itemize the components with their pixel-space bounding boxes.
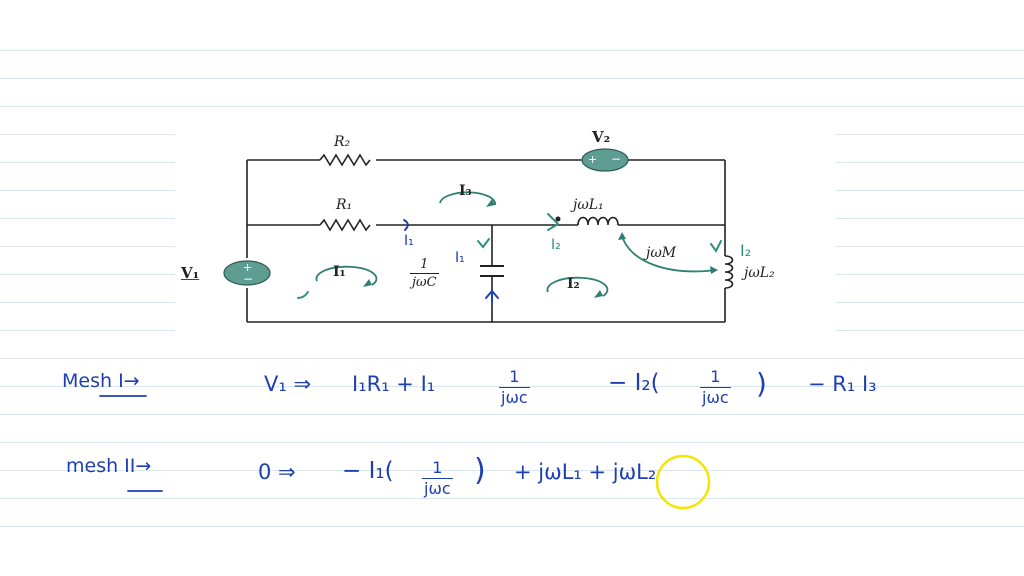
capacitor-impedance-label: 1 jωC [410, 258, 439, 289]
mutual-arrowhead-bottom [710, 266, 718, 274]
l2-inductor [724, 255, 734, 289]
l1-inductor [577, 216, 619, 226]
capacitor-label-denominator: jωC [410, 273, 439, 290]
mesh2-term2: + jωL₁ + jωL₂ [514, 460, 657, 484]
current-arrow-l1 [547, 213, 559, 231]
mesh1-term3: − R₁ I₃ [808, 372, 877, 396]
mesh2-equation-label: mesh II→ [66, 455, 152, 477]
mesh1-term2: − I₂( [608, 370, 660, 396]
mutual-arrowhead-top [618, 232, 626, 240]
mesh1-term2-close: ) [756, 367, 767, 400]
mesh2-arrow [546, 276, 609, 297]
mesh2-voltage-term: 0 ⇒ [258, 460, 296, 484]
capacitor-label-numerator: 1 [420, 257, 429, 272]
ruled-line [0, 50, 1024, 51]
ruled-line [0, 498, 1024, 499]
mesh1-tail-tick [297, 291, 309, 299]
r1-label: R₁ [336, 197, 353, 213]
ruled-line [0, 78, 1024, 79]
v2-minus-sign: − [611, 152, 622, 166]
mesh1-fraction-1: 1 jωc [499, 369, 530, 406]
mutual-coupling-arrow [621, 235, 717, 273]
ruled-line [0, 106, 1024, 107]
mesh3-current-label: I₃ [459, 183, 472, 199]
mesh2-arrowhead [594, 290, 603, 298]
i1-annotation-cap: I₁ [455, 250, 465, 266]
i1-annotation-r1: I₁ [404, 233, 414, 249]
ruled-line [0, 386, 1024, 387]
l1-label: jωL₁ [573, 197, 604, 213]
mesh1-fraction-1-den: jωc [499, 387, 530, 407]
v2-source [581, 148, 629, 172]
mesh2-current-label: I₂ [567, 276, 580, 292]
mesh2-term1: − I₁( [342, 458, 394, 484]
mesh2-fraction-num: 1 [432, 458, 443, 477]
current-check-cap [477, 238, 490, 249]
ruled-line [0, 414, 1024, 415]
v1-label: V₁ [181, 264, 200, 282]
ruled-line [0, 358, 1024, 359]
mesh2-fraction-close: ) [474, 453, 486, 488]
mesh3-arrowhead [486, 199, 495, 207]
i2-annotation-l2: I₂ [740, 241, 752, 260]
mesh1-current-label: I₁ [333, 264, 346, 280]
mesh1-arrow [315, 265, 378, 286]
current-arrow-cap [485, 289, 499, 303]
v1-minus-sign: − [243, 272, 254, 286]
ruled-line [0, 526, 1024, 527]
mesh1-voltage-term: V₁ ⇒ [264, 372, 312, 396]
mesh2-fraction-den: jωc [422, 478, 453, 498]
ruled-line [0, 442, 1024, 443]
l2-label: jωL₂ [744, 265, 775, 281]
mesh1-term1: I₁R₁ + I₁ [352, 372, 436, 396]
v1-source [223, 260, 271, 286]
l1-polarity-dot [555, 216, 561, 222]
mesh1-fraction-1-num: 1 [509, 367, 520, 386]
v2-label: V₂ [592, 128, 611, 146]
r2-resistor [319, 153, 371, 167]
i2-annotation-l1: I₂ [551, 237, 561, 253]
highlight-circle [655, 454, 711, 510]
mesh1-equation-label: Mesh I→ [62, 370, 140, 392]
v2-plus-sign: + [588, 153, 598, 166]
current-tick-r1 [403, 219, 409, 231]
v1-plus-sign: + [243, 261, 253, 274]
mutual-inductance-label: jωM [646, 245, 677, 261]
r1-resistor [319, 218, 371, 232]
mesh1-fraction-2: 1 jωc [700, 369, 731, 406]
mesh1-arrowhead [363, 279, 372, 287]
mesh1-fraction-2-num: 1 [710, 367, 721, 386]
mesh3-arrow [439, 191, 496, 206]
mesh2-fraction: 1 jωc [422, 460, 453, 497]
current-check-l2 [710, 240, 722, 253]
mesh1-fraction-2-den: jωc [700, 387, 731, 407]
r2-label: R₂ [334, 134, 351, 150]
ruled-line [0, 470, 1024, 471]
